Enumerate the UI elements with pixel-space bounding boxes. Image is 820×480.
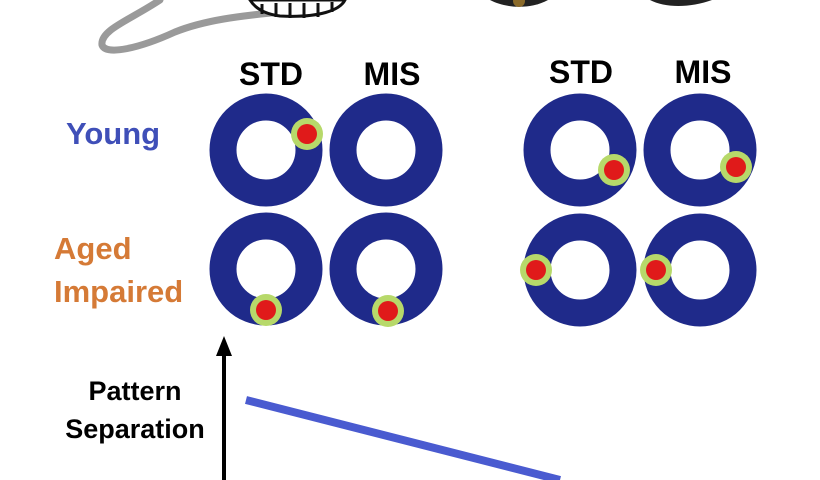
y-axis-arrow bbox=[216, 336, 232, 480]
pattern-separation-trend-line bbox=[245, 396, 561, 480]
ring-young-right-mis bbox=[643, 93, 757, 207]
column-label-left-mis: MIS bbox=[363, 56, 421, 92]
column-label-right-mis: MIS bbox=[674, 54, 732, 90]
row-label-aged-line2: Impaired bbox=[54, 274, 184, 309]
cropped-object-graphic bbox=[490, 0, 712, 7]
row-label-young: Young bbox=[66, 116, 161, 151]
column-label-left-std: STD bbox=[239, 56, 303, 92]
ring-aged-right-std bbox=[520, 213, 637, 327]
ring-aged-left-mis bbox=[329, 212, 443, 327]
axis-label-pattern-separation: Pattern Separation bbox=[50, 372, 220, 448]
ring-young-left-mis bbox=[329, 93, 443, 207]
column-label-right-std: STD bbox=[549, 54, 613, 90]
axis-label-line1: Pattern bbox=[88, 376, 182, 406]
row-label-aged-line1: Aged bbox=[54, 231, 132, 266]
row-label-aged-impaired: Aged Impaired bbox=[54, 227, 183, 313]
ring-young-right-std bbox=[523, 93, 637, 207]
ring-young-left-std bbox=[209, 93, 323, 207]
rat-tail-graphic bbox=[98, 0, 347, 54]
axis-label-line2: Separation bbox=[65, 414, 205, 444]
ring-aged-left-std bbox=[209, 212, 323, 326]
ring-aged-right-mis bbox=[640, 213, 757, 327]
